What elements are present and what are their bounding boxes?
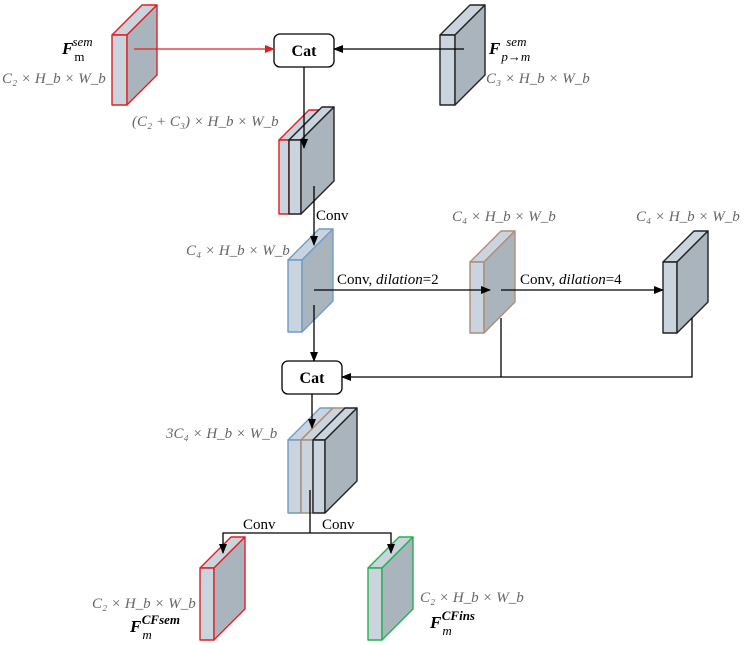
feature-label-f-cfins: FmCFins — [429, 608, 475, 638]
feature-label-f-cfsem: FmCFsem — [129, 612, 180, 642]
feature-block-conv1 — [287, 228, 334, 333]
feature-block-dilation-4 — [662, 230, 709, 334]
feature-block-f-m-sem — [111, 4, 158, 106]
edge-label-conv-out-right: Conv — [322, 517, 355, 533]
edge-label-conv-a: Conv — [316, 208, 349, 224]
dim-conv1: C₄ × H_b × W_b — [186, 243, 290, 259]
dim-right-top: C₃ × H_b × W_b — [486, 71, 590, 87]
slab-front — [288, 139, 302, 215]
dim-concat: (C₂ + C₃) × H_b × W_b — [132, 114, 279, 130]
cat-node-top-label: Cat — [292, 43, 318, 60]
slab-front — [300, 439, 314, 514]
slab-front — [469, 261, 485, 334]
slab-front — [287, 439, 302, 514]
slab-front — [367, 567, 383, 641]
arrow-to-out-left — [219, 532, 310, 554]
feature-label-f-m-sem: Fmsem — [61, 34, 93, 64]
slab-face — [483, 230, 516, 334]
dim-left-top: C₂ × H_b × W_b — [2, 71, 106, 87]
slab-face — [324, 407, 358, 514]
slab-face — [454, 4, 486, 106]
cat-node-mid-label: Cat — [300, 370, 326, 387]
cat-node-top: Cat — [273, 33, 335, 68]
feature-block-concat3-black — [312, 407, 358, 514]
slab-face — [301, 228, 334, 333]
feature-block-concat-black — [288, 106, 335, 215]
slab-face — [213, 536, 246, 641]
slab-front — [199, 567, 215, 641]
dim-dil4: C₄ × H_b × W_b — [636, 209, 740, 225]
feature-block-dilation-2 — [469, 230, 516, 334]
slab-front — [439, 34, 456, 106]
dim-out-left: C₂ × H_b × W_b — [92, 596, 196, 612]
slab-face — [126, 4, 158, 106]
slab-front — [111, 34, 128, 106]
dim-out-right: C₂ × H_b × W_b — [420, 590, 524, 606]
edge-label-conv-dil2: Conv, dilation=2 — [337, 272, 439, 288]
dim-concat3: 3C₄ × H_b × W_b — [165, 426, 278, 442]
arrow-to-out-right — [310, 532, 395, 554]
slab-front — [312, 439, 326, 514]
dim-dil2: C₄ × H_b × W_b — [452, 209, 556, 225]
slab-front — [287, 259, 303, 333]
arrow-dil4-to-cat — [341, 318, 693, 381]
feature-block-out-cfins — [367, 536, 414, 641]
slab-front — [662, 261, 678, 334]
slab-face — [676, 230, 709, 334]
slab-face — [300, 106, 335, 215]
feature-label-f-pm-sem: Fp→msem — [488, 34, 530, 64]
cat-node-mid: Cat — [281, 360, 343, 395]
slab-face — [381, 536, 414, 641]
feature-block-f-pm-sem — [439, 4, 486, 106]
edge-label-conv-out-left: Conv — [243, 517, 276, 533]
edge-label-conv-dil4: Conv, dilation=4 — [520, 272, 622, 288]
slab-front — [278, 139, 290, 215]
